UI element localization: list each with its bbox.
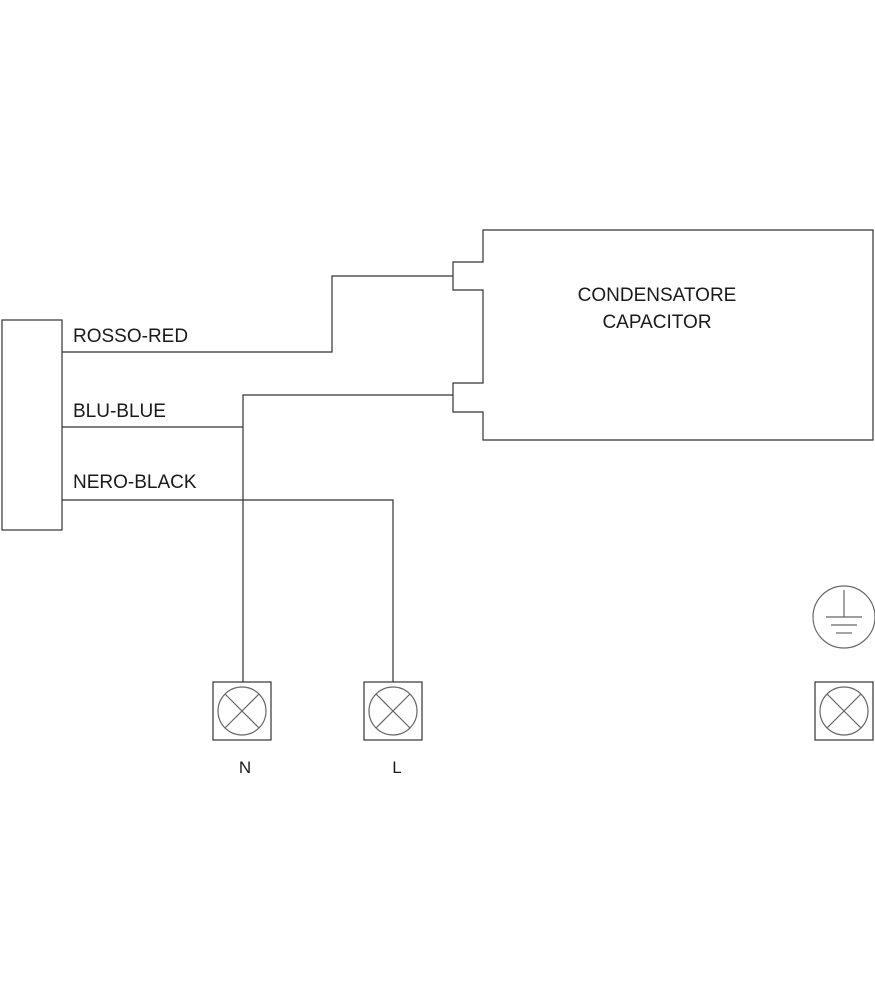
- capacitor-label-italian: CONDENSATORE: [578, 285, 737, 306]
- wire-label-blue: BLU-BLUE: [73, 401, 166, 422]
- terminal-n-label: N: [239, 758, 251, 777]
- wire-label-red: ROSSO-RED: [73, 326, 188, 347]
- capacitor-box: [452, 229, 874, 441]
- wire-red: [62, 275, 453, 353]
- terminal-n-icon: [212, 681, 272, 741]
- motor-connector-block: [1, 319, 63, 531]
- capacitor-label-english: CAPACITOR: [602, 312, 711, 333]
- wire-blue-to-capacitor: [242, 394, 453, 682]
- terminal-l-icon: [363, 681, 423, 741]
- terminal-l-label: L: [392, 758, 401, 777]
- earth-symbol-icon: [812, 585, 875, 649]
- wire-black: [62, 499, 394, 682]
- terminal-earth-icon: [814, 681, 874, 741]
- wire-label-black: NERO-BLACK: [73, 472, 197, 493]
